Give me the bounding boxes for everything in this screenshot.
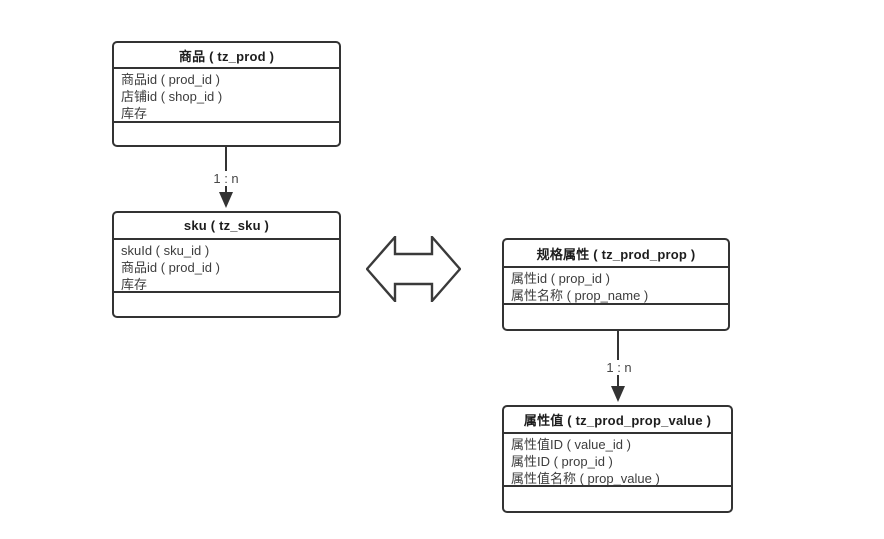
entity-field: 商品id ( prod_id ) <box>121 72 220 87</box>
entity-sku-title: sku ( tz_sku ) <box>114 213 339 240</box>
connector-prod-sku-label: 1 : n <box>210 171 242 186</box>
entity-field: 商品id ( prod_id ) <box>121 260 220 275</box>
entity-prop: 规格属性 ( tz_prod_prop ) 属性id ( prop_id ) 属… <box>502 238 730 331</box>
connector-prod-sku-line <box>225 147 227 193</box>
entity-field: 店铺id ( shop_id ) <box>121 89 223 104</box>
entity-prod: 商品 ( tz_prod ) 商品id ( prod_id ) 店铺id ( s… <box>112 41 341 147</box>
entity-prod-fields: 商品id ( prod_id ) 店铺id ( shop_id ) 库存 <box>114 69 339 121</box>
connector-prop-propvalue-label: 1 : n <box>603 360 635 375</box>
entity-field: 库存 <box>121 277 148 291</box>
entity-prod-empty-section <box>114 121 339 145</box>
entity-field: 属性id ( prop_id ) <box>511 271 610 286</box>
entity-field: 属性名称 ( prop_name ) <box>511 288 649 303</box>
connector-prop-propvalue-line <box>617 331 619 387</box>
entity-field: 属性值名称 ( prop_value ) <box>511 471 660 485</box>
entity-field: 库存 <box>121 106 148 121</box>
entity-sku: sku ( tz_sku ) skuId ( sku_id ) 商品id ( p… <box>112 211 341 318</box>
arrowhead-down-icon <box>219 192 233 208</box>
entity-sku-fields: skuId ( sku_id ) 商品id ( prod_id ) 库存 <box>114 240 339 291</box>
entity-field: 属性值ID ( value_id ) <box>511 437 631 452</box>
entity-prop-value-empty-section <box>504 485 731 511</box>
entity-field: 属性ID ( prop_id ) <box>511 454 613 469</box>
entity-prop-value-fields: 属性值ID ( value_id ) 属性ID ( prop_id ) 属性值名… <box>504 434 731 485</box>
entity-prop-title: 规格属性 ( tz_prod_prop ) <box>504 240 728 268</box>
entity-prop-value: 属性值 ( tz_prod_prop_value ) 属性值ID ( value… <box>502 405 733 513</box>
entity-prop-fields: 属性id ( prop_id ) 属性名称 ( prop_name ) <box>504 268 728 303</box>
entity-prop-value-title: 属性值 ( tz_prod_prop_value ) <box>504 407 731 434</box>
entity-sku-empty-section <box>114 291 339 316</box>
entity-prop-empty-section <box>504 303 728 329</box>
entity-field: skuId ( sku_id ) <box>121 243 210 258</box>
two-way-arrow-icon <box>366 236 461 302</box>
arrowhead-down-icon <box>611 386 625 402</box>
entity-prod-title: 商品 ( tz_prod ) <box>114 43 339 69</box>
